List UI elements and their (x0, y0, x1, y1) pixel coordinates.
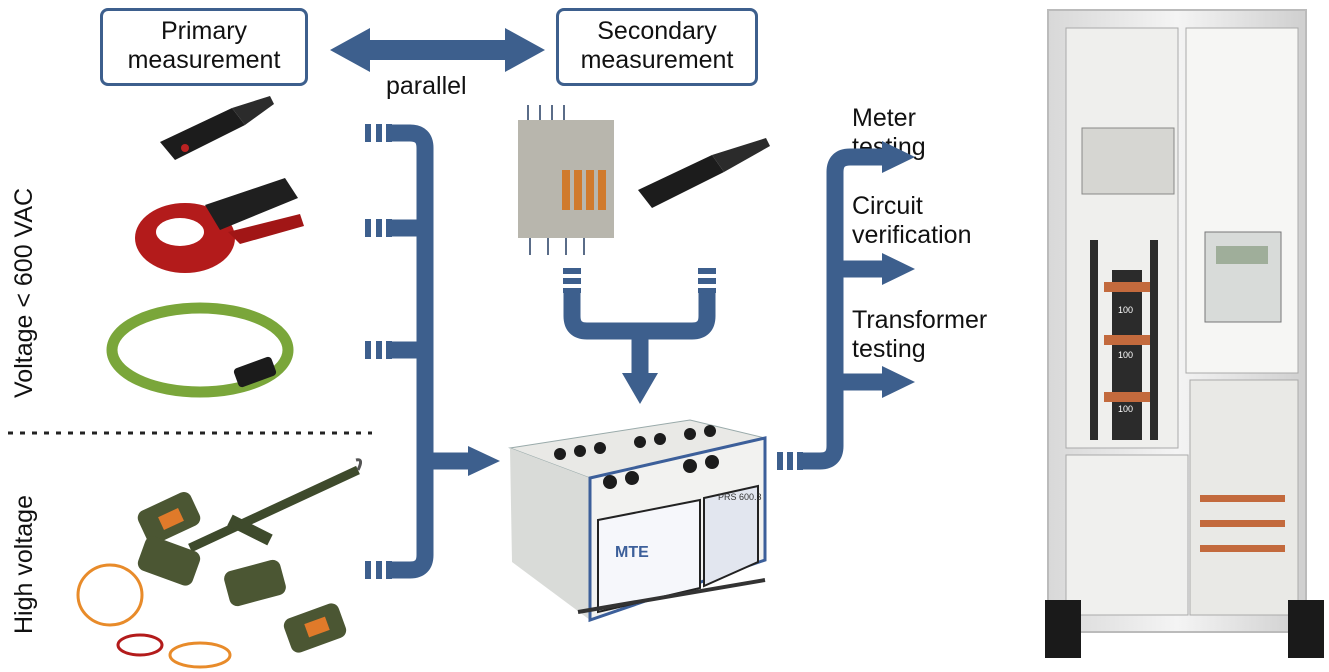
output-bus-arrow (800, 148, 885, 470)
test-set-device-icon: MTE PRS 600.3 (508, 419, 767, 623)
current-clamp-small-icon (160, 96, 274, 160)
parallel-label: parallel (386, 72, 467, 100)
fuse-label-3: 100 (1118, 404, 1133, 414)
clip-sensor-secondary-icon (638, 138, 770, 208)
device-brand-text: MTE (615, 544, 649, 561)
fuse-label-2: 100 (1118, 350, 1133, 360)
secondary-measurement-box: Secondary measurement (556, 8, 758, 86)
hv-sensors-icon (76, 458, 363, 669)
meter-cabinet-icon: 100 100 100 (1045, 9, 1324, 658)
flex-coil-icon (106, 302, 294, 398)
transformer-line2: testing (852, 335, 926, 363)
primary-line1: Primary (160, 17, 248, 45)
primary-arrowhead (468, 446, 500, 476)
device-model-text: PRS 600.3 (718, 492, 762, 502)
secondary-line1: Secondary (597, 17, 717, 45)
primary-bus-dashes (365, 124, 392, 579)
primary-measurement-box: Primary measurement (100, 8, 308, 86)
meter-line1: Meter (852, 104, 916, 132)
parallel-double-arrow (330, 28, 545, 72)
primary-line2: measurement (127, 46, 281, 74)
red-clamp-icon (135, 178, 304, 273)
secondary-merge-arrow (563, 290, 716, 375)
transformer-line1: Transformer (852, 306, 988, 334)
circuit-line2: verification (852, 221, 972, 249)
fuse-label-1: 100 (1118, 305, 1133, 315)
primary-bus-arrow (392, 124, 470, 579)
transformer-testing-label: Transformer testing (852, 306, 987, 364)
circuit-line1: Circuit (852, 192, 923, 220)
circuit-verification-label: Circuit verification (852, 192, 972, 250)
secondary-line2: measurement (580, 46, 734, 74)
terminal-block-icon (518, 105, 614, 255)
secondary-arrowhead (622, 373, 658, 404)
